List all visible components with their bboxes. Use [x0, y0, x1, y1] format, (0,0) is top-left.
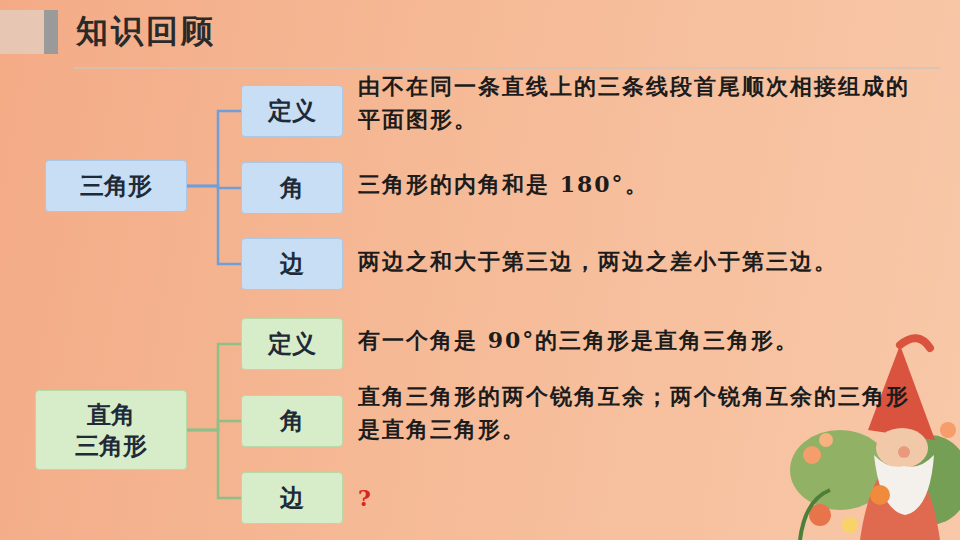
note-text: 三角形的内角和是 180°。 [358, 168, 928, 201]
topic-box: 直角 三角形 [35, 390, 187, 470]
topic-text: 角 [280, 405, 304, 436]
note-text: 直角三角形的两个锐角互余；两个锐角互余的三角形是直角三角形。 [358, 380, 928, 446]
topic-text: 角 [280, 172, 304, 203]
title-bar [44, 10, 58, 54]
question-mark: ? [358, 482, 398, 515]
title-band [0, 10, 44, 54]
topic-box: 定义 [241, 318, 343, 370]
topic-box: 角 [241, 162, 343, 214]
topic-box: 角 [241, 395, 343, 447]
topic-text: 边 [280, 482, 304, 513]
slide-title: 知识回顾 [76, 10, 216, 54]
note-text: 两边之和大于第三边，两边之差小于第三边。 [358, 245, 948, 278]
topic-box: 边 [241, 238, 343, 290]
topic-text: 三角形 [80, 170, 152, 201]
topic-text: 直角 三角形 [71, 399, 151, 461]
topic-text: 定义 [268, 328, 316, 359]
bracket-connector [187, 186, 241, 264]
title-rule [74, 67, 940, 69]
topic-box: 三角形 [45, 160, 187, 212]
topic-box: 边 [241, 472, 343, 524]
bracket-connector [187, 344, 241, 430]
topic-box: 定义 [241, 85, 343, 137]
topic-text: 边 [280, 248, 304, 279]
bracket-connector [187, 111, 241, 186]
topic-text: 定义 [268, 95, 316, 126]
note-text: 有一个角是 90°的三角形是直角三角形。 [358, 324, 928, 357]
gnome-illustration [790, 338, 960, 540]
bracket-connector [187, 421, 241, 430]
bracket-connector [187, 430, 241, 498]
note-text: 由不在同一条直线上的三条线段首尾顺次相接组成的平面图形。 [358, 70, 928, 136]
